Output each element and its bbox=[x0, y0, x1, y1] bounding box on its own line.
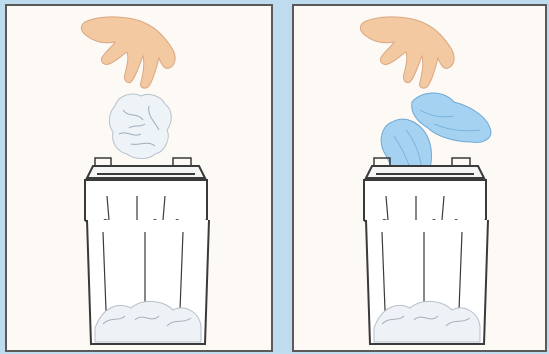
illustration-panel-shoe-covers bbox=[292, 4, 547, 352]
tissue-disposal-illustration bbox=[7, 6, 271, 350]
hand-icon bbox=[81, 17, 175, 88]
crumpled-tissue-icon bbox=[109, 94, 171, 158]
illustration-panel-tissue bbox=[5, 4, 273, 352]
shoe-cover-disposal-illustration bbox=[294, 6, 545, 350]
hand-icon bbox=[360, 17, 454, 88]
